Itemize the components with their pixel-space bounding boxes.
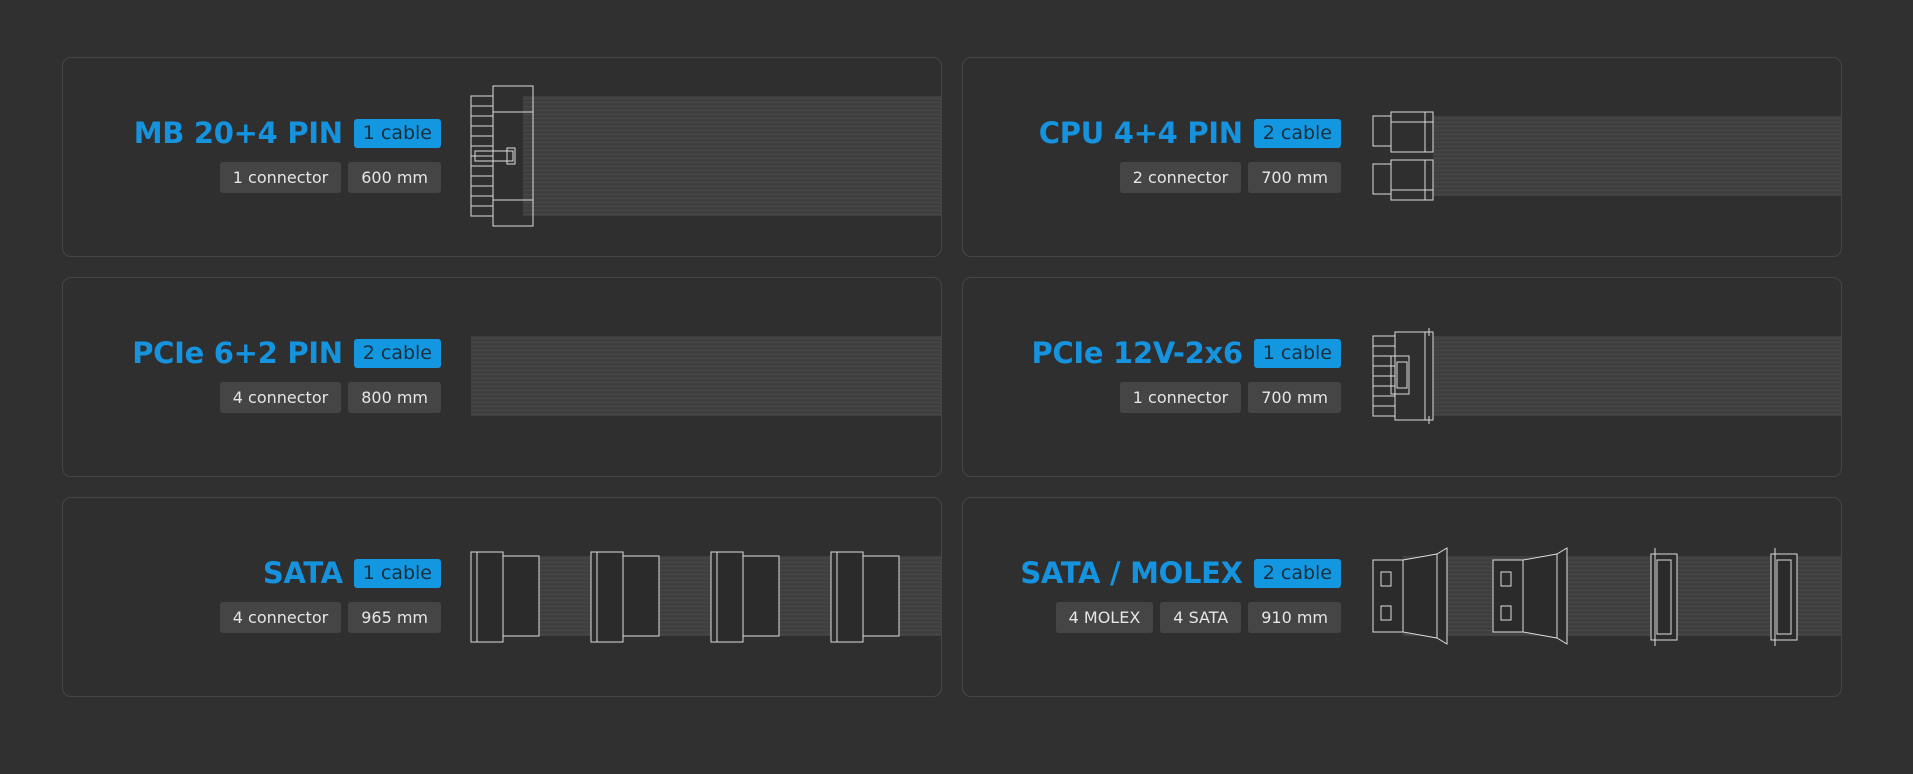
pcie-ribbon-icon xyxy=(463,278,941,476)
connector-count-tag: 4 connector xyxy=(219,602,342,633)
card-info: SATA / MOLEX 2 cable 4 MOLEX 4 SATA 910 … xyxy=(1020,556,1341,633)
length-tag: 700 mm xyxy=(1248,162,1341,193)
atx-24pin-connector-icon xyxy=(463,58,941,256)
spec-tags: 2 connector 700 mm xyxy=(1119,162,1341,193)
cable-count-badge: 2 cable xyxy=(353,338,441,368)
spec-tags: 4 connector 965 mm xyxy=(219,602,441,633)
molex-connector-icon xyxy=(1363,498,1841,696)
title-row: MB 20+4 PIN 1 cable xyxy=(134,116,441,150)
spec-tags: 1 connector 700 mm xyxy=(1119,382,1341,413)
cable-count-badge: 1 cable xyxy=(1253,338,1341,368)
connector-count-tag: 4 connector xyxy=(219,382,342,413)
cable-title: PCIe 6+2 PIN xyxy=(132,336,343,370)
card-info: MB 20+4 PIN 1 cable 1 connector 600 mm xyxy=(134,116,441,193)
cable-title: CPU 4+4 PIN xyxy=(1038,116,1243,150)
cable-card-pcie-12v-2x6: PCIe 12V-2x6 1 cable 1 connector 700 mm xyxy=(962,277,1842,477)
cable-card-sata: SATA 1 cable 4 connector 965 mm xyxy=(62,497,942,697)
cable-grid: MB 20+4 PIN 1 cable 1 connector 600 mm xyxy=(62,57,1842,697)
card-info: PCIe 6+2 PIN 2 cable 4 connector 800 mm xyxy=(132,336,441,413)
title-row: PCIe 12V-2x6 1 cable xyxy=(1031,336,1341,370)
sata-count-tag: 4 SATA xyxy=(1160,602,1242,633)
title-row: PCIe 6+2 PIN 2 cable xyxy=(132,336,441,370)
title-row: SATA 1 cable xyxy=(263,556,441,590)
cable-title: SATA / MOLEX xyxy=(1020,556,1243,590)
card-info: SATA 1 cable 4 connector 965 mm xyxy=(219,556,441,633)
card-info: CPU 4+4 PIN 2 cable 2 connector 700 mm xyxy=(1039,116,1341,193)
connector-count-tag: 1 connector xyxy=(219,162,342,193)
cable-count-badge: 1 cable xyxy=(353,558,441,588)
cable-title: PCIe 12V-2x6 xyxy=(1031,336,1243,370)
cable-title: SATA xyxy=(262,556,343,590)
connector-count-tag: 2 connector xyxy=(1119,162,1242,193)
eps-8pin-connector-icon xyxy=(1363,58,1841,256)
sata-connector-icon xyxy=(463,498,941,696)
cable-count-badge: 1 cable xyxy=(353,118,441,148)
length-tag: 600 mm xyxy=(348,162,441,193)
card-info: PCIe 12V-2x6 1 cable 1 connector 700 mm xyxy=(1031,336,1341,413)
cable-card-pcie-6-2: PCIe 6+2 PIN 2 cable 4 connector 800 mm xyxy=(62,277,942,477)
cable-card-sata-molex: SATA / MOLEX 2 cable 4 MOLEX 4 SATA 910 … xyxy=(962,497,1842,697)
connector-count-tag: 1 connector xyxy=(1119,382,1242,413)
12vhpwr-connector-icon xyxy=(1363,278,1841,476)
cable-card-mb: MB 20+4 PIN 1 cable 1 connector 600 mm xyxy=(62,57,942,257)
cable-count-badge: 2 cable xyxy=(1253,558,1341,588)
length-tag: 800 mm xyxy=(348,382,441,413)
spec-tags: 4 connector 800 mm xyxy=(219,382,441,413)
spec-tags: 1 connector 600 mm xyxy=(219,162,441,193)
spec-tags: 4 MOLEX 4 SATA 910 mm xyxy=(1055,602,1341,633)
title-row: CPU 4+4 PIN 2 cable xyxy=(1039,116,1341,150)
length-tag: 965 mm xyxy=(348,602,441,633)
title-row: SATA / MOLEX 2 cable xyxy=(1020,556,1341,590)
length-tag: 910 mm xyxy=(1248,602,1341,633)
molex-count-tag: 4 MOLEX xyxy=(1055,602,1154,633)
length-tag: 700 mm xyxy=(1248,382,1341,413)
cable-card-cpu: CPU 4+4 PIN 2 cable 2 connector 700 mm xyxy=(962,57,1842,257)
cable-title: MB 20+4 PIN xyxy=(133,116,343,150)
cable-count-badge: 2 cable xyxy=(1253,118,1341,148)
